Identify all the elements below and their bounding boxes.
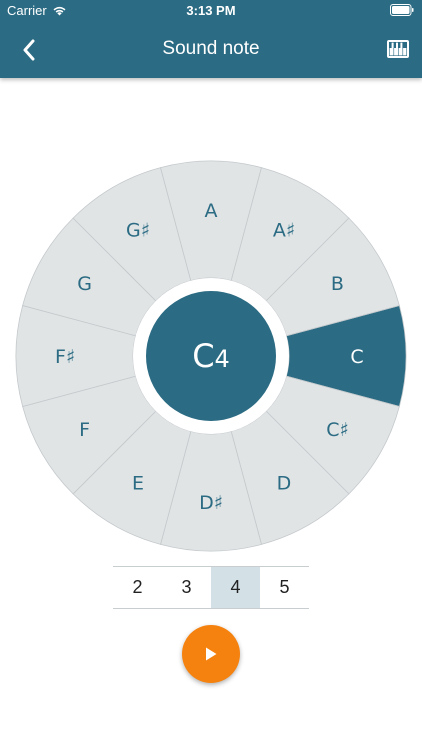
carrier-label: Carrier [7, 3, 47, 18]
chevron-left-icon [23, 39, 35, 61]
status-bar: Carrier 3:13 PM [0, 0, 422, 22]
current-note-name: C [192, 337, 214, 375]
octave-option-2[interactable]: 2 [132, 577, 143, 597]
current-note-display [146, 291, 276, 421]
octave-option-5[interactable]: 5 [279, 577, 290, 597]
octave-option-3[interactable]: 3 [181, 577, 192, 597]
note-label: B [331, 273, 344, 295]
wifi-icon [53, 6, 66, 16]
note-label: F [79, 419, 90, 441]
note-label: D [277, 472, 292, 494]
play-icon [206, 647, 217, 661]
note-label: G [77, 273, 92, 295]
note-label: C♯ [326, 419, 348, 441]
piano-keyboard-button[interactable] [386, 37, 410, 61]
current-note-octave: 4 [215, 345, 230, 373]
note-label: A♯ [273, 220, 295, 242]
note-label: F♯ [55, 346, 75, 368]
battery-icon [390, 4, 414, 16]
note-label: E [132, 472, 144, 494]
note-label: D♯ [199, 492, 223, 514]
play-button[interactable] [182, 625, 240, 683]
octave-option-4[interactable]: 4 [211, 567, 260, 608]
carrier-indicator: Carrier [7, 3, 67, 18]
back-button[interactable] [14, 36, 44, 64]
status-time: 3:13 PM [186, 3, 236, 18]
note-label: G♯ [126, 220, 150, 242]
piano-icon [387, 40, 409, 58]
note-label: A [205, 200, 218, 222]
note-label: C [350, 346, 363, 368]
current-note-label: C4 [192, 337, 230, 375]
